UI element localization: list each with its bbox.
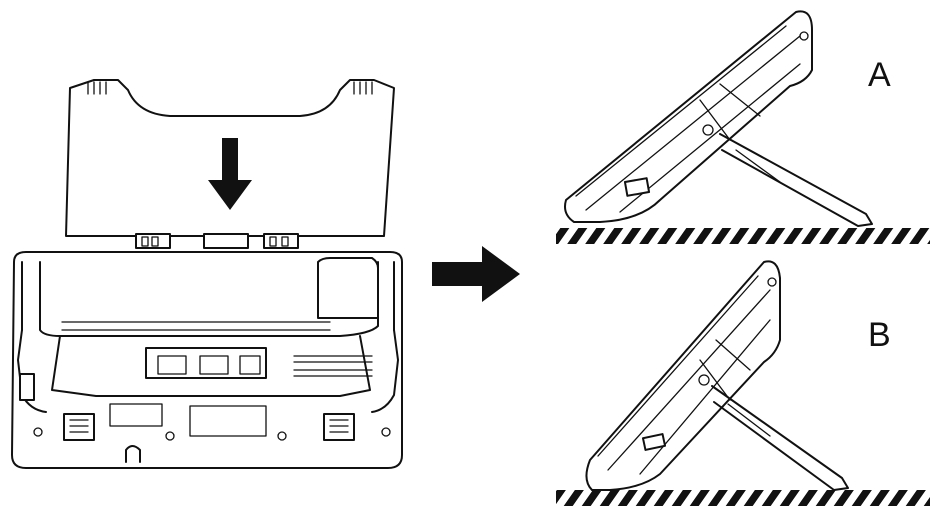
surface-b xyxy=(556,490,930,506)
phone-side-view-b xyxy=(585,260,849,491)
phone-side-view-a xyxy=(564,10,873,227)
right-arrow-icon xyxy=(432,246,520,302)
stand-label-a: A xyxy=(868,56,891,94)
phone-base xyxy=(11,251,403,469)
bracket-clips xyxy=(135,233,299,249)
down-arrow-icon xyxy=(208,138,252,210)
stand-label-b: B xyxy=(868,316,891,354)
surface-a xyxy=(556,228,930,244)
